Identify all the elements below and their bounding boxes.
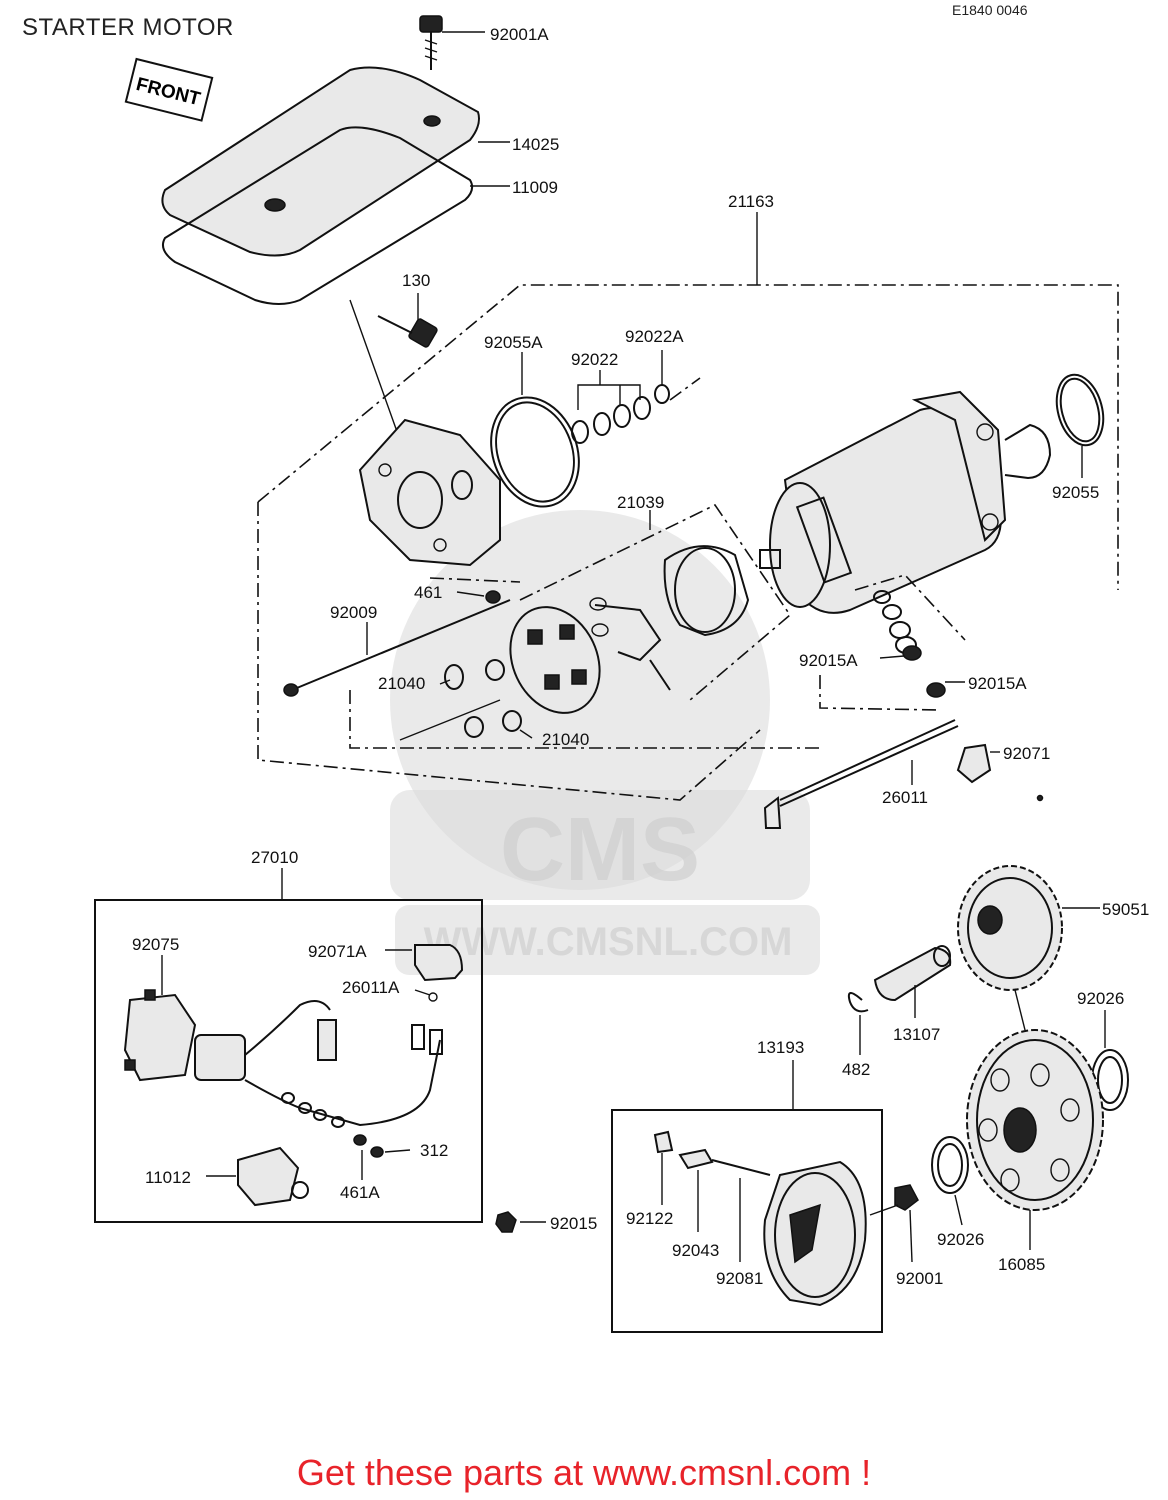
end-cover-housing — [358, 418, 501, 567]
label-26011: 26011 — [882, 788, 928, 807]
washer-92026-lower — [931, 1136, 969, 1226]
gear-16085 — [966, 1029, 1104, 1250]
diagram-code: E1840 0046 — [952, 2, 1028, 18]
brush-plate — [509, 606, 601, 714]
o-ring-92055 — [1055, 373, 1105, 478]
label-59051: 59051 — [1102, 900, 1149, 919]
terminal-26011A — [411, 989, 443, 1055]
starter-relay-92075 — [123, 955, 441, 1158]
gasket-11009 — [162, 126, 510, 305]
label-92009: 92009 — [330, 603, 377, 622]
label-461: 461 — [414, 583, 442, 602]
label-92075: 92075 — [132, 935, 179, 954]
label-21039: 21039 — [617, 493, 664, 512]
group-bracket-27010 — [94, 868, 483, 1223]
bolt-130 — [349, 293, 438, 441]
label-312: 312 — [420, 1141, 448, 1160]
page-title: STARTER MOTOR — [22, 14, 234, 41]
cover-14025 — [161, 66, 510, 257]
label-92055A: 92055A — [484, 333, 543, 352]
get-parts-link[interactable]: Get these parts at www.cmsnl.com ! — [296, 1452, 872, 1493]
label-482: 482 — [842, 1060, 870, 1079]
spacers-92015A — [819, 574, 966, 711]
label-92043: 92043 — [672, 1241, 719, 1260]
label-92081: 92081 — [716, 1269, 763, 1288]
label-14025: 14025 — [512, 135, 559, 154]
part-number-labels: 92001A 14025 11009 21163 130 92055A 9202… — [132, 25, 1149, 1288]
starter-clutch-13193 — [611, 1060, 883, 1333]
label-13107: 13107 — [893, 1025, 940, 1044]
washers-92022 — [571, 350, 701, 444]
watermark-url-bar — [395, 905, 820, 975]
through-bolt-92009 — [283, 599, 511, 741]
cms-watermark: CMS WWW.CMSNL.COM — [390, 510, 820, 975]
label-13193: 13193 — [757, 1038, 804, 1057]
front-label: FRONT — [134, 74, 203, 110]
label-92015A-b: 92015A — [968, 674, 1027, 693]
label-92071A: 92071A — [308, 942, 367, 961]
o-ring-92055A — [490, 352, 580, 508]
label-21040-a: 21040 — [378, 674, 425, 693]
label-92055: 92055 — [1052, 483, 1099, 502]
circlip-482 — [847, 992, 869, 1055]
label-92001: 92001 — [896, 1269, 943, 1288]
label-26011A: 26011A — [342, 978, 400, 997]
brush-holder-21039 — [519, 503, 792, 701]
label-11012: 11012 — [145, 1168, 191, 1187]
front-marker: FRONT — [124, 57, 214, 122]
label-461A: 461A — [340, 1183, 380, 1202]
shaft-13107 — [873, 945, 952, 1018]
label-92001A: 92001A — [490, 25, 549, 44]
group-bracket-21163 — [257, 212, 1119, 801]
cap-92071A — [385, 944, 464, 982]
label-92015A-a: 92015A — [799, 651, 858, 670]
label-92015: 92015 — [550, 1214, 597, 1233]
bolt-92001 — [869, 1184, 919, 1263]
label-27010: 27010 — [251, 848, 298, 867]
label-92071: 92071 — [1003, 744, 1050, 763]
motor-body — [759, 390, 1052, 614]
leader-lines-wiring — [361, 1149, 411, 1180]
bolt-92001A — [419, 15, 485, 70]
label-130: 130 — [402, 271, 430, 290]
label-92026-a: 92026 — [1077, 989, 1124, 1008]
nut-92015 — [495, 1211, 546, 1233]
brushes-21040 — [349, 659, 820, 749]
watermark-bar — [390, 790, 810, 900]
label-21040-b: 21040 — [542, 730, 589, 749]
washer-461 — [429, 577, 521, 604]
watermark-brand: CMS — [500, 800, 700, 900]
label-11009: 11009 — [512, 178, 558, 197]
label-92022A: 92022A — [625, 327, 684, 346]
watermark-url: WWW.CMSNL.COM — [424, 920, 793, 964]
label-92122: 92122 — [626, 1209, 673, 1228]
label-92022: 92022 — [571, 350, 618, 369]
label-92026-b: 92026 — [937, 1230, 984, 1249]
label-16085: 16085 — [998, 1255, 1045, 1274]
label-21163: 21163 — [728, 192, 774, 211]
fuse-holder-11012 — [206, 1146, 309, 1207]
sprocket-59051 — [957, 865, 1100, 1031]
terminal-26011 — [763, 719, 1044, 829]
